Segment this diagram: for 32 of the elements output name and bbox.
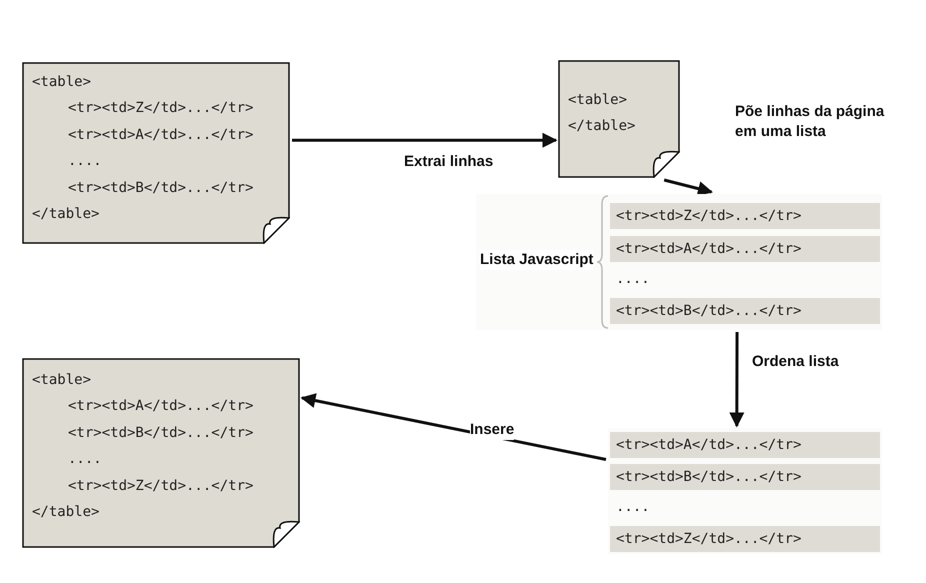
code-line: <tr><td>Z</td>...</tr> <box>68 476 254 496</box>
code-line: </table> <box>32 503 100 522</box>
code-line: <tr><td>A</td>...</tr> <box>68 126 254 145</box>
arrow <box>664 178 713 196</box>
document-card <box>22 358 300 548</box>
list-group <box>476 194 882 330</box>
list-item: .... <box>610 266 880 292</box>
code-line: <tr><td>A</td>...</tr> <box>68 397 254 416</box>
code-line: </table> <box>32 205 100 224</box>
arrow <box>729 332 744 428</box>
code-line: <tr><td>B</td>...</tr> <box>68 178 254 198</box>
code-line: .... <box>68 450 102 470</box>
code-line: <table> <box>32 73 92 92</box>
document-card <box>558 60 680 178</box>
list-group <box>608 428 882 554</box>
list-item: <tr><td>Z</td>...</tr> <box>610 526 880 552</box>
list-item: <tr><td>B</td>...</tr> <box>610 298 880 324</box>
code-line: .... <box>68 152 102 172</box>
code-line: <tr><td>Z</td>...</tr> <box>68 99 254 118</box>
code-line: <table> <box>32 371 92 390</box>
code-line: </table> <box>568 117 636 136</box>
code-line: <table> <box>568 91 628 110</box>
list-item: <tr><td>Z</td>...</tr> <box>610 203 880 229</box>
document-card <box>22 62 290 244</box>
code-line: <tr><td>B</td>...</tr> <box>68 424 254 443</box>
arrow <box>300 393 606 461</box>
list-item: <tr><td>A</td>...</tr> <box>610 236 880 262</box>
list-item: <tr><td>B</td>...</tr> <box>610 464 880 490</box>
list-item: <tr><td>A</td>...</tr> <box>610 432 880 458</box>
arrow <box>292 132 558 148</box>
group-label: Lista Javascript <box>480 250 594 270</box>
list-item: .... <box>610 494 880 520</box>
